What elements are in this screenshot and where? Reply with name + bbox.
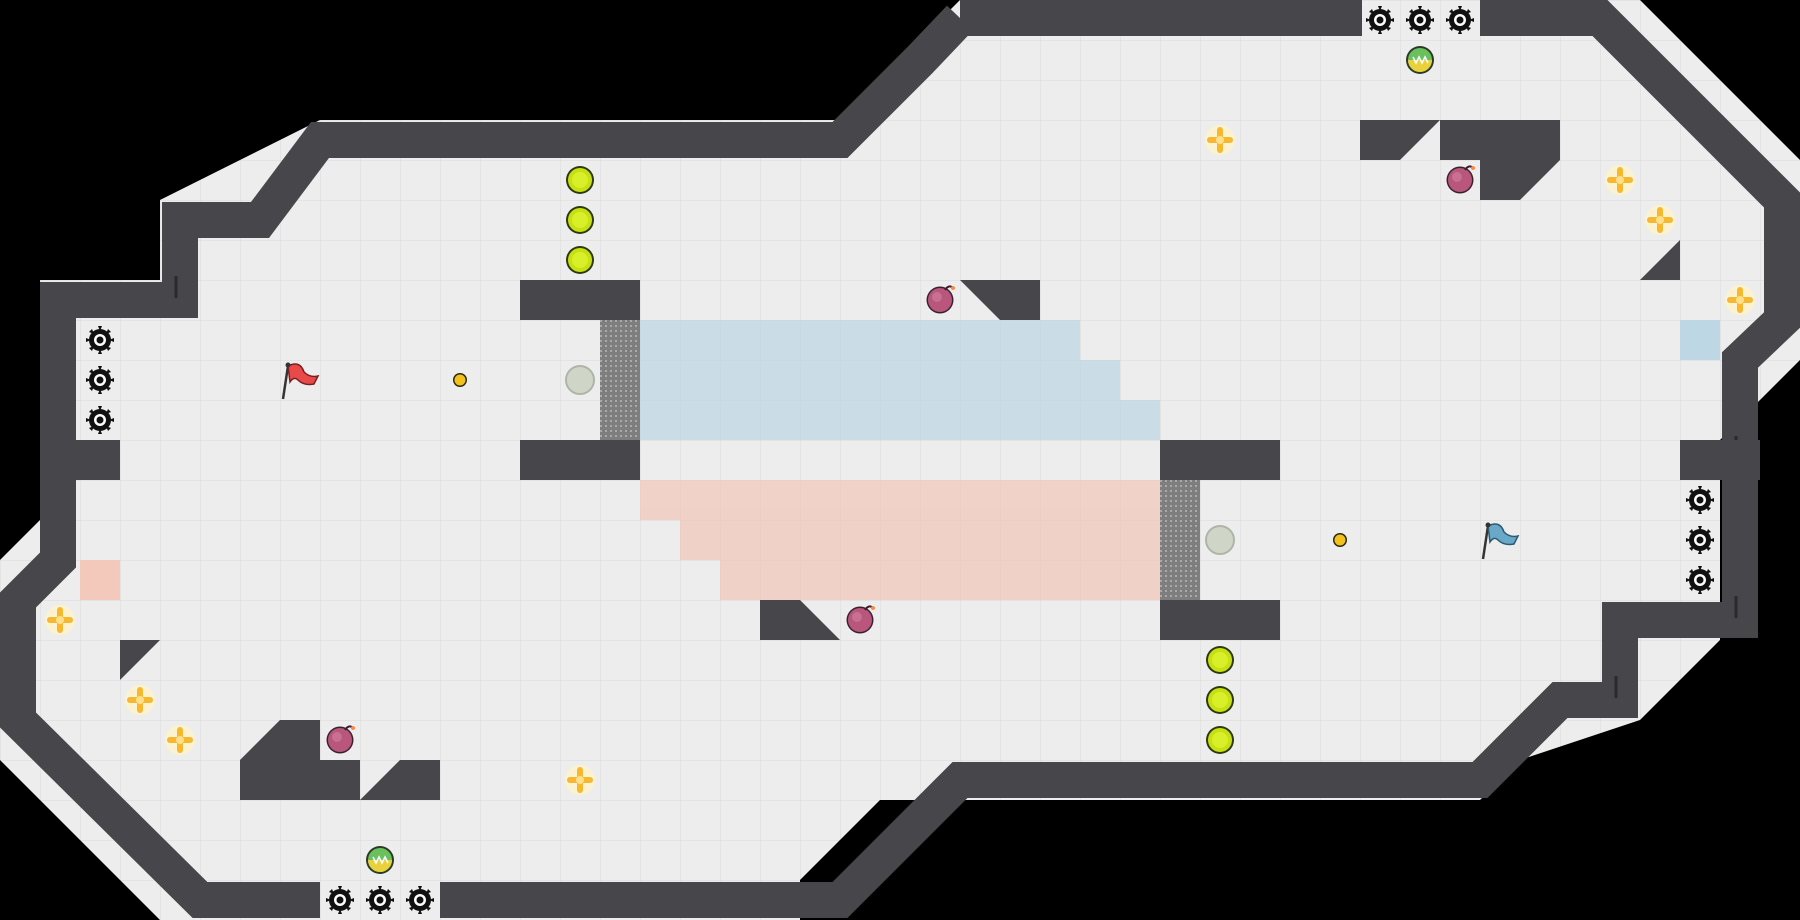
powerup-icon[interactable] [566, 246, 594, 274]
gate-blue-side [600, 320, 640, 440]
portal-icon[interactable] [365, 845, 395, 875]
red-flag-icon[interactable] [281, 362, 320, 400]
button-icon[interactable] [1205, 525, 1235, 555]
speed-boost-icon[interactable] [1725, 285, 1755, 315]
powerup-icon[interactable] [1206, 686, 1234, 714]
speed-boost-icon[interactable] [1645, 205, 1675, 235]
speed-boost-icon[interactable] [45, 605, 75, 635]
powerup-icon[interactable] [566, 206, 594, 234]
powerup-icon[interactable] [566, 166, 594, 194]
zone-grid-overlay [560, 320, 1200, 600]
button-icon[interactable] [565, 365, 595, 395]
portal-icon[interactable] [1405, 45, 1435, 75]
gate-red-side [1160, 480, 1200, 600]
inner-walls [40, 120, 1760, 800]
speed-boost-icon[interactable] [565, 765, 595, 795]
speed-boost-icon[interactable] [125, 685, 155, 715]
speed-boost-icon[interactable] [165, 725, 195, 755]
blue-flag-icon[interactable] [1481, 522, 1520, 560]
powerup-icon[interactable] [1206, 726, 1234, 754]
small-boost-dot-icon[interactable] [453, 373, 467, 387]
small-boost-dot-icon[interactable] [1333, 533, 1347, 547]
powerup-icon[interactable] [1206, 646, 1234, 674]
speed-boost-icon[interactable] [1605, 165, 1635, 195]
speed-boost-icon[interactable] [1205, 125, 1235, 155]
